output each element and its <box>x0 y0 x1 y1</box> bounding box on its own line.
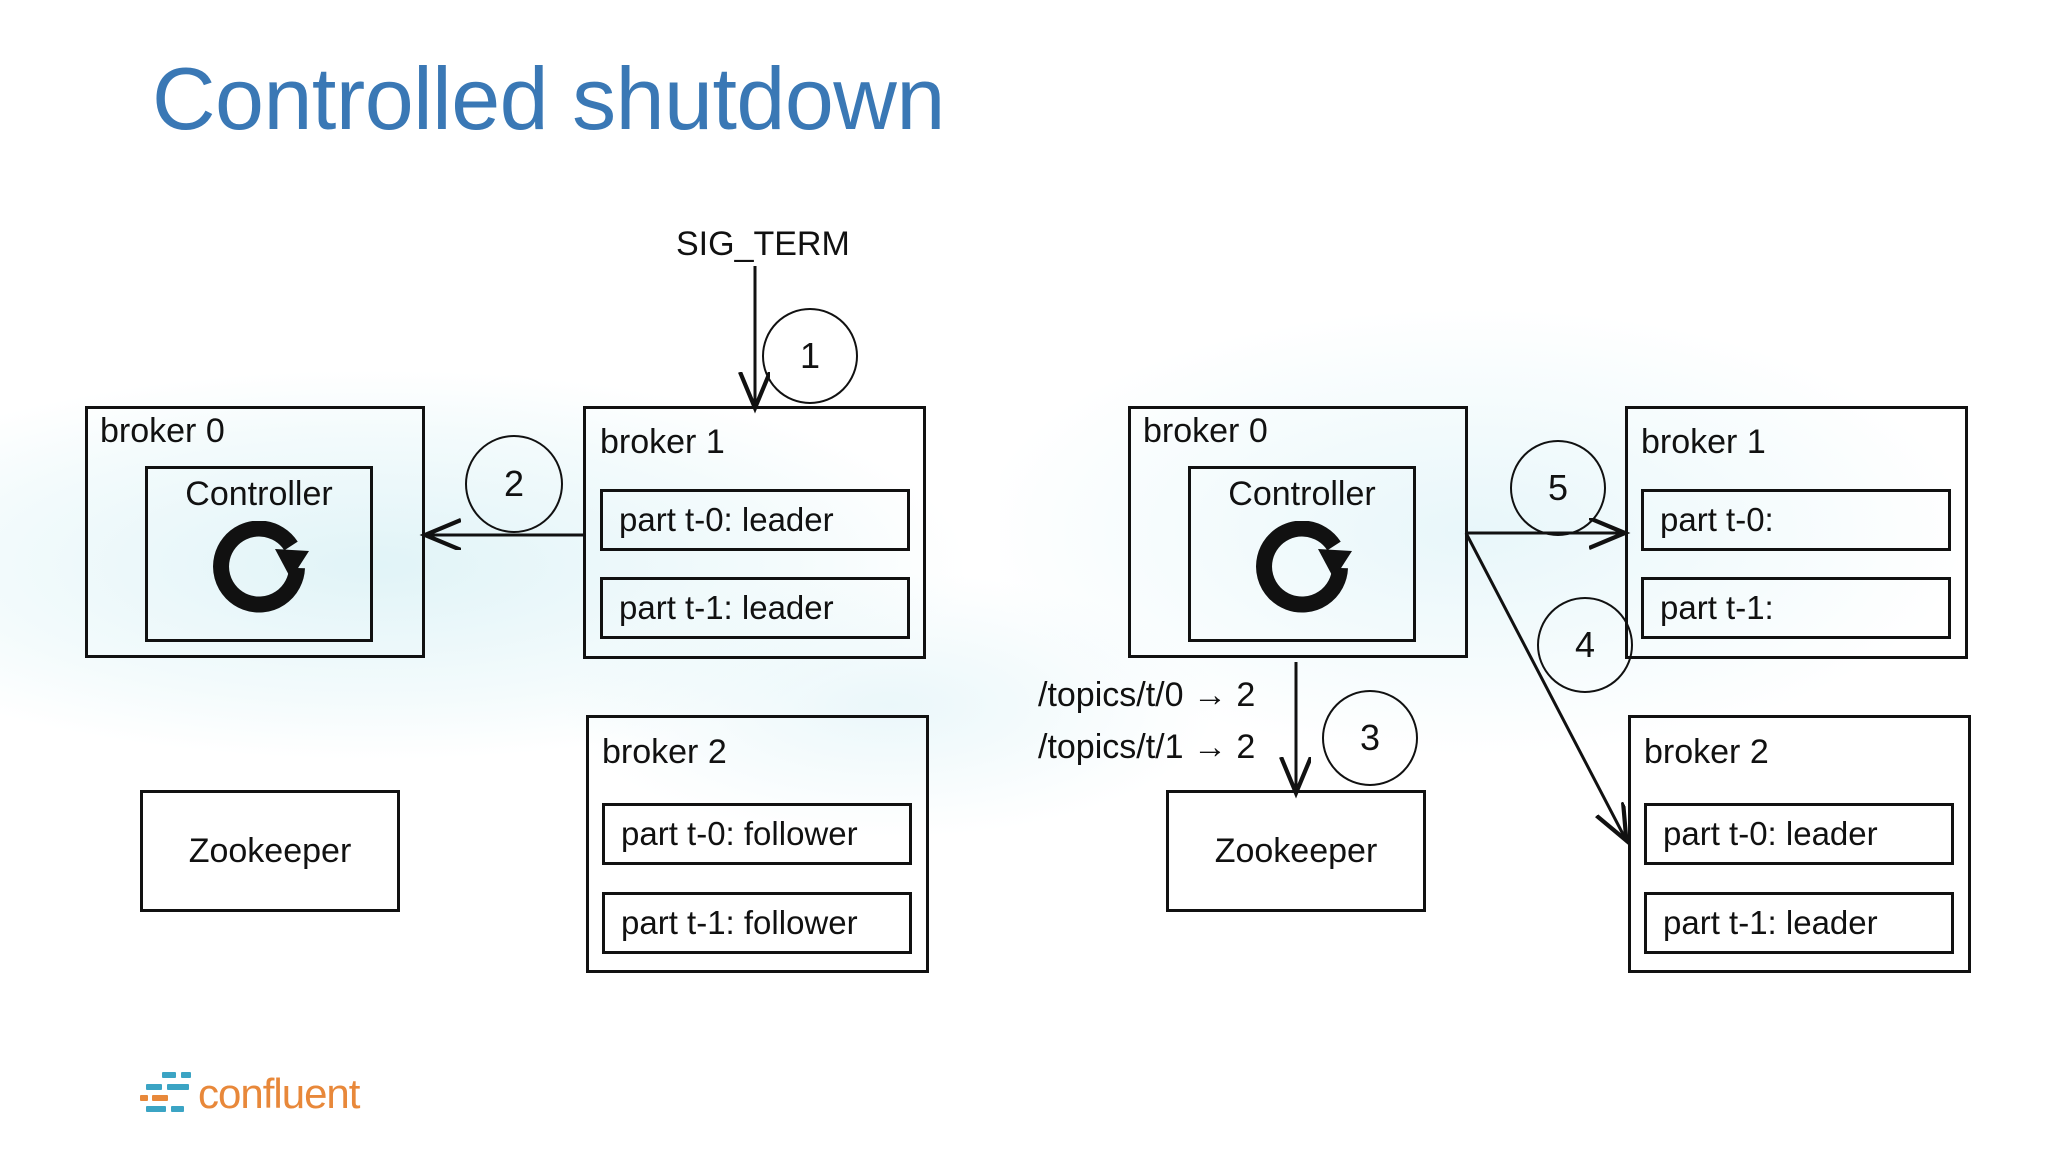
left-broker-1-box <box>583 406 926 659</box>
right-broker-2-partition-0: part t-0: leader <box>1644 803 1954 865</box>
refresh-cycle-icon <box>1248 520 1356 632</box>
right-controller-box: Controller <box>1188 466 1416 642</box>
right-broker-1-partition-1: part t-1: <box>1641 577 1951 639</box>
sigterm-label: SIG_TERM <box>676 225 850 263</box>
refresh-cycle-icon <box>205 520 313 632</box>
left-broker-2-partition-1: part t-1: follower <box>602 892 912 954</box>
right-broker-1-partition-0: part t-0: <box>1641 489 1951 551</box>
step-circle-4: 4 <box>1537 597 1633 693</box>
left-broker-1-partition-0-label: part t-0: leader <box>619 501 834 538</box>
left-controller-label: Controller <box>185 475 333 513</box>
right-broker-1-partition-0-label: part t-0: <box>1660 501 1774 538</box>
right-zookeeper-box: Zookeeper <box>1166 790 1426 912</box>
right-broker-2-partition-1: part t-1: leader <box>1644 892 1954 954</box>
right-broker-2-partition-1-label: part t-1: leader <box>1663 904 1878 941</box>
step-circle-3: 3 <box>1322 690 1418 786</box>
left-broker-2-partition-1-label: part t-1: follower <box>621 904 858 941</box>
step-circle-5: 5 <box>1510 440 1606 536</box>
right-broker-1-label: broker 1 <box>1641 423 1766 461</box>
left-broker-1-partition-0: part t-0: leader <box>600 489 910 551</box>
left-broker-2-partition-0: part t-0: follower <box>602 803 912 865</box>
left-broker-1-partition-1: part t-1: leader <box>600 577 910 639</box>
zk-write-path-1: /topics/t/1 → 2 <box>1038 728 1256 766</box>
confluent-logo-wordmark: confluent <box>198 1070 360 1117</box>
right-broker-1-partition-1-label: part t-1: <box>1660 589 1774 626</box>
zk-write-path-0: /topics/t/0 → 2 <box>1038 676 1256 714</box>
left-broker-2-box <box>586 715 929 973</box>
left-broker-1-label: broker 1 <box>600 423 725 461</box>
left-zookeeper-box: Zookeeper <box>140 790 400 912</box>
confluent-logo: confluent <box>140 1068 360 1122</box>
right-broker-2-box <box>1628 715 1971 973</box>
confluent-logo-mark <box>140 1068 196 1118</box>
right-broker-2-partition-0-label: part t-0: leader <box>1663 815 1878 852</box>
step-circle-2: 2 <box>465 435 563 533</box>
left-broker-0-box <box>85 406 425 658</box>
right-broker-0-label: broker 0 <box>1143 412 1268 450</box>
left-controller-box: Controller <box>145 466 373 642</box>
left-broker-2-label: broker 2 <box>602 733 727 771</box>
right-controller-label: Controller <box>1228 475 1376 513</box>
right-broker-0-box <box>1128 406 1468 658</box>
right-broker-1-box <box>1625 406 1968 659</box>
left-broker-1-partition-1-label: part t-1: leader <box>619 589 834 626</box>
left-broker-2-partition-0-label: part t-0: follower <box>621 815 858 852</box>
step-circle-1: 1 <box>762 308 858 404</box>
slide-title: Controlled shutdown <box>152 49 945 148</box>
right-broker-2-label: broker 2 <box>1644 733 1769 771</box>
left-broker-0-label: broker 0 <box>100 412 225 450</box>
